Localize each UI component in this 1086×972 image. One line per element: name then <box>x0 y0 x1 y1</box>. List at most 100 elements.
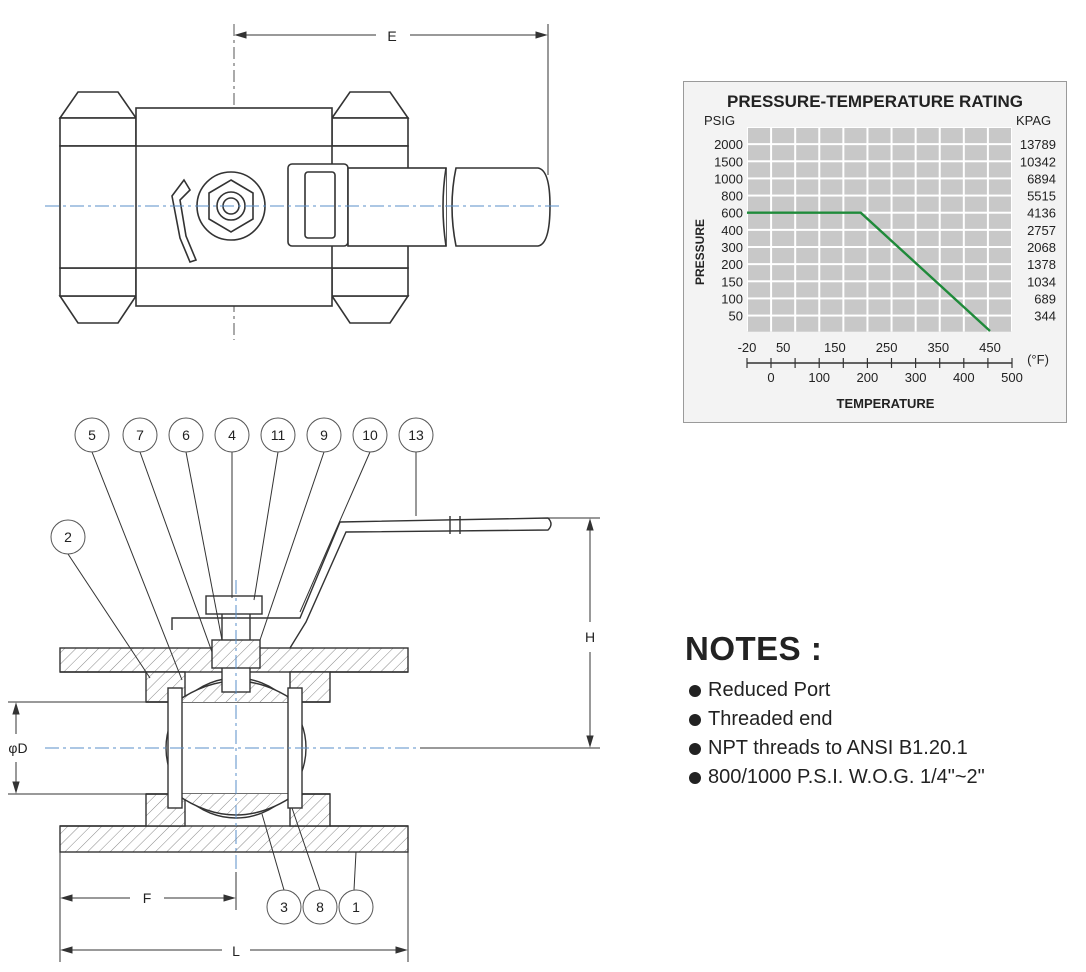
grid-cell <box>892 230 915 246</box>
grid-cell <box>772 299 795 315</box>
part-balloons <box>50 417 434 925</box>
grid-cell <box>940 162 963 178</box>
grid-cell <box>748 213 771 229</box>
grid-cell <box>940 145 963 161</box>
grid-cell <box>844 213 867 229</box>
y-axis-label: PRESSURE <box>693 219 707 285</box>
grid-cell <box>892 179 915 195</box>
y-left-tick-label: 200 <box>721 257 743 272</box>
y-left-tick-label: 1000 <box>714 171 743 186</box>
grid-cell <box>772 145 795 161</box>
y-left-tick-label: 300 <box>721 240 743 255</box>
grid-cell <box>892 128 915 144</box>
grid-cell <box>988 145 1011 161</box>
section-view <box>45 516 552 872</box>
grid-cell <box>868 316 891 332</box>
grid-cell <box>916 145 939 161</box>
grid-cell <box>748 128 771 144</box>
y-right-tick-label: 689 <box>1034 291 1056 306</box>
y-right-tick-label: 344 <box>1034 309 1056 324</box>
y-right-tick-label: 13789 <box>1020 137 1056 152</box>
grid-cell <box>844 299 867 315</box>
grid-cell <box>988 282 1011 298</box>
grid-cell <box>988 196 1011 212</box>
grid-cell <box>916 248 939 264</box>
grid-cell <box>748 248 771 264</box>
y-right-tick-label: 5515 <box>1027 189 1056 204</box>
y-left-tick-label: 400 <box>721 223 743 238</box>
grid-cell <box>748 145 771 161</box>
grid-cell <box>892 299 915 315</box>
grid-cell <box>820 196 843 212</box>
notes-heading: NOTES : <box>685 630 823 667</box>
grid-cell <box>796 282 819 298</box>
grid-cell <box>748 299 771 315</box>
note-text: NPT threads to ANSI B1.20.1 <box>708 737 968 759</box>
grid-cell <box>820 230 843 246</box>
grid-cell <box>892 265 915 281</box>
grid-cell <box>940 196 963 212</box>
notes-section: NOTES : Reduced Port Threaded end NPT th… <box>685 630 985 792</box>
grid-cell <box>820 265 843 281</box>
grid-cell <box>916 282 939 298</box>
note-text: Reduced Port <box>708 679 831 701</box>
grid-cell <box>748 230 771 246</box>
grid-cell <box>868 145 891 161</box>
y-right-tick-label: 2757 <box>1027 223 1056 238</box>
note-item: 800/1000 P.S.I. W.O.G. 1/4"~2" <box>685 763 985 792</box>
grid-cell <box>820 145 843 161</box>
grid-cell <box>868 162 891 178</box>
x-top-tick-label: 250 <box>876 340 898 355</box>
grid-cell <box>916 128 939 144</box>
grid-cell <box>916 213 939 229</box>
grid-cell <box>892 213 915 229</box>
y-right-unit: KPAG <box>1016 113 1051 128</box>
grid-cell <box>964 316 987 332</box>
grid-cell <box>844 230 867 246</box>
grid-cell <box>748 282 771 298</box>
dimension-f-label: F <box>143 890 152 906</box>
grid-cell <box>916 230 939 246</box>
grid-cell <box>964 265 987 281</box>
balloon-label: 10 <box>362 427 378 443</box>
balloon-label: 4 <box>228 427 236 443</box>
dimension-h-label: H <box>585 629 595 645</box>
grid-cell <box>868 299 891 315</box>
balloon-label: 7 <box>136 427 144 443</box>
chart-title: PRESSURE-TEMPERATURE RATING <box>727 92 1023 111</box>
balloon-label: 8 <box>316 899 324 915</box>
x-top-tick-label: -20 <box>738 340 757 355</box>
balloon-label: 2 <box>64 529 72 545</box>
balloon-label: 11 <box>271 427 286 443</box>
x-bottom-tick-label: 500 <box>1001 370 1023 385</box>
grid-cell <box>868 265 891 281</box>
grid-cell <box>988 128 1011 144</box>
note-text: 800/1000 P.S.I. W.O.G. 1/4"~2" <box>708 766 985 788</box>
grid-cell <box>748 316 771 332</box>
grid-cell <box>748 265 771 281</box>
grid-cell <box>772 213 795 229</box>
x-bottom-tick-label: 200 <box>857 370 879 385</box>
grid-cell <box>820 299 843 315</box>
grid-cell <box>964 299 987 315</box>
grid-cell <box>844 316 867 332</box>
bullet-icon <box>689 684 701 697</box>
y-left-tick-label: 600 <box>721 206 743 221</box>
grid-cell <box>844 265 867 281</box>
grid-cell <box>772 230 795 246</box>
grid-cell <box>772 316 795 332</box>
grid-cell <box>820 282 843 298</box>
y-left-tick-label: 100 <box>721 291 743 306</box>
grid-cell <box>964 196 987 212</box>
x-top-tick-label: 450 <box>979 340 1001 355</box>
grid-cell <box>940 316 963 332</box>
grid-cell <box>796 162 819 178</box>
y-left-unit: PSIG <box>704 113 735 128</box>
grid-cell <box>988 162 1011 178</box>
grid-cell <box>964 230 987 246</box>
grid-cell <box>772 179 795 195</box>
note-text: Threaded end <box>708 708 833 730</box>
